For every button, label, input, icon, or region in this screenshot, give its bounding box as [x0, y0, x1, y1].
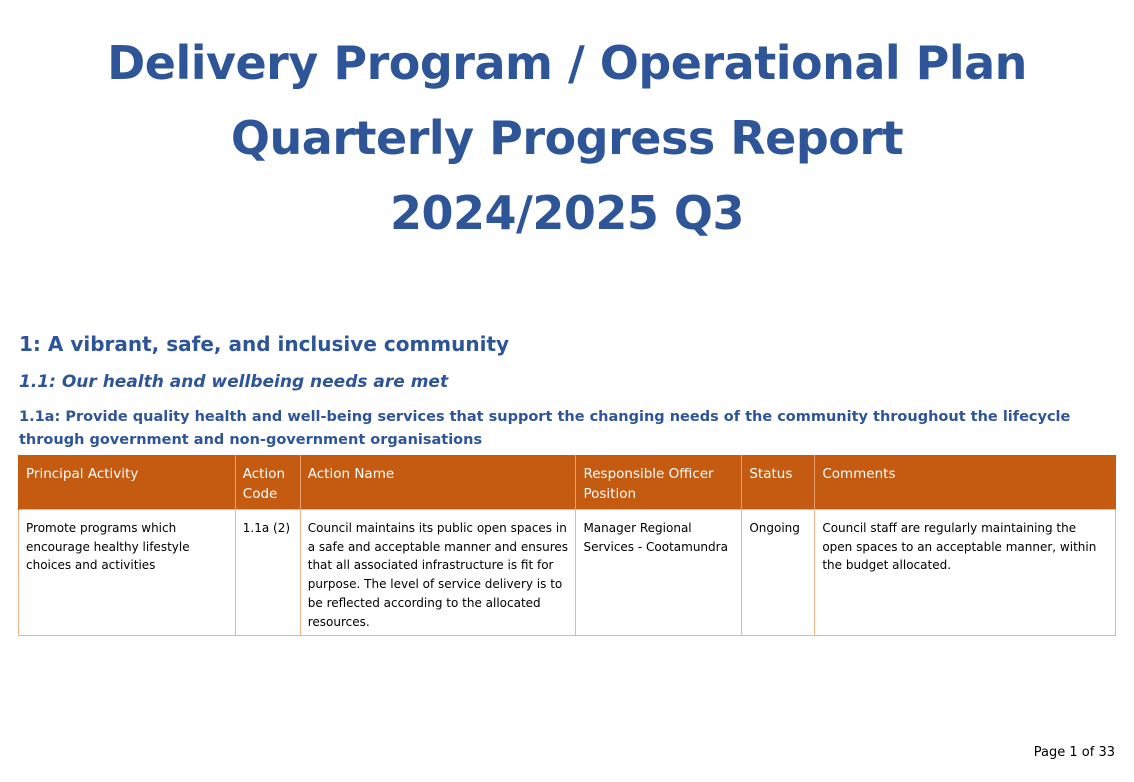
table-row: Promote programs which encourage healthy…: [18, 508, 1116, 637]
table-header-row: Principal Activity Action Code Action Na…: [18, 455, 1116, 510]
cell-comments: Council staff are regularly maintaining …: [814, 508, 1116, 637]
header-responsible-officer: Responsible Officer Position: [575, 455, 742, 510]
cell-principal-activity: Promote programs which encourage healthy…: [18, 508, 236, 637]
objective-heading: 1.1a: Provide quality health and well-be…: [19, 409, 1071, 448]
title-line-3: 2024/2025 Q3: [390, 186, 744, 240]
cell-action-name: Council maintains its public open spaces…: [299, 508, 577, 637]
cell-responsible-officer: Manager Regional Services - Cootamundra: [575, 508, 743, 637]
page-number: Page 1 of 33: [1033, 745, 1115, 760]
header-status: Status: [741, 455, 815, 510]
header-principal-activity: Principal Activity: [18, 455, 236, 510]
header-action-name: Action Name: [299, 455, 576, 510]
title-line-1: Delivery Program / Operational Plan: [107, 36, 1027, 90]
actions-table: Principal Activity Action Code Action Na…: [18, 455, 1116, 637]
cell-action-code: 1.1a (2): [234, 508, 301, 637]
report-title: Delivery Program / Operational Plan Quar…: [0, 26, 1134, 251]
cell-status: Ongoing: [741, 508, 816, 637]
title-line-2: Quarterly Progress Report: [230, 111, 904, 165]
section-heading: 1: A vibrant, safe, and inclusive commun…: [19, 332, 510, 356]
header-action-code: Action Code: [234, 455, 301, 510]
section-subheading: 1.1: Our health and wellbeing needs are …: [19, 372, 449, 392]
header-comments: Comments: [814, 455, 1116, 510]
